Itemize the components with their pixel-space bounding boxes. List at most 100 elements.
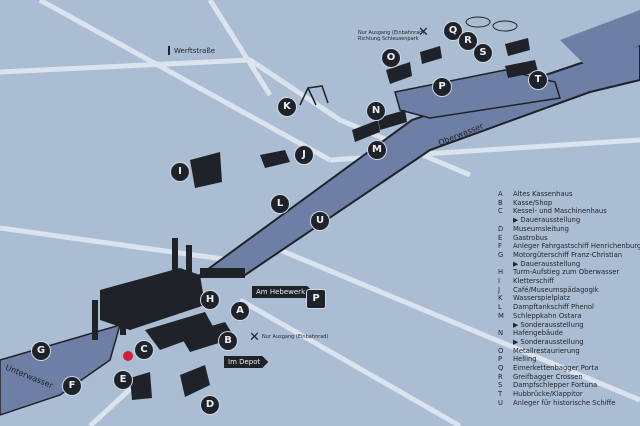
playground-swing bbox=[299, 85, 329, 106]
legend-text: Dampfschlepper Fortuna bbox=[513, 381, 598, 390]
legend-key: N bbox=[498, 329, 504, 338]
marker-i[interactable]: I bbox=[171, 163, 189, 181]
legend-key: T bbox=[498, 390, 503, 399]
marker-r[interactable]: R bbox=[459, 32, 477, 50]
legend-text: Kasse/Shop bbox=[513, 198, 553, 207]
marker-q[interactable]: Q bbox=[444, 22, 462, 40]
path-west bbox=[0, 225, 231, 263]
legend-item-m: M Schleppkahn Ostara bbox=[498, 312, 638, 321]
legend-key: F bbox=[498, 242, 502, 251]
legend-item-e: E Gastrobus bbox=[498, 234, 638, 243]
legend-text: ▶ Dauerausstellung bbox=[513, 216, 581, 225]
marker-m[interactable]: M bbox=[368, 141, 386, 159]
legend-text: Greifbagger Crossen bbox=[513, 372, 583, 381]
legend-text: Kessel- und Maschinenhaus bbox=[513, 207, 607, 216]
marker-d[interactable]: D bbox=[201, 396, 219, 414]
street-label-werftstrasse: Werftstraße bbox=[168, 46, 217, 55]
legend-key: M bbox=[498, 311, 504, 320]
legend-key: U bbox=[498, 398, 503, 407]
legend-key: L bbox=[498, 303, 502, 312]
marker-c[interactable]: C bbox=[135, 341, 153, 359]
legend-key: R bbox=[498, 372, 503, 381]
legend-item-s: S Dampfschlepper Fortuna bbox=[498, 381, 638, 390]
legend-text: Café/Museumspädagogik bbox=[513, 285, 599, 294]
legend-item-j: J Café/Museumspädagogik bbox=[498, 286, 638, 295]
marker-l[interactable]: L bbox=[271, 195, 289, 213]
exit-note-north: Nur Ausgang (Einbahnrad) Richtung Schleu… bbox=[358, 30, 424, 42]
legend-text: ▶ Sonderausstellung bbox=[513, 337, 584, 346]
canal-unterwasser bbox=[0, 323, 122, 416]
dredger-outlines bbox=[465, 16, 518, 32]
legend-text: Schleppkahn Ostara bbox=[513, 311, 582, 320]
marker-s[interactable]: S bbox=[474, 44, 492, 62]
legend-text: Anleger Fahrgastschiff Henrichenburg bbox=[513, 242, 640, 251]
sign-im-depot: Im Depot bbox=[224, 356, 268, 368]
legend-key: C bbox=[498, 207, 503, 216]
sign-am-hebewerk: Am Hebewerk bbox=[252, 286, 313, 298]
path-north bbox=[207, 0, 273, 97]
legend-text: Turm-Aufstieg zum Oberwasser bbox=[513, 268, 620, 277]
legend-text: ▶ Sonderausstellung bbox=[513, 320, 584, 329]
legend-key: A bbox=[498, 190, 503, 198]
legend-text: Gastrobus bbox=[513, 233, 548, 242]
exit-note-north-line1: Nur Ausgang (Einbahnrad) bbox=[358, 30, 425, 36]
marker-p[interactable]: P bbox=[433, 78, 451, 96]
exit-x-icon-north: ✕ bbox=[418, 25, 429, 40]
legend-item-sub-3: ▶ Dauerausstellung bbox=[498, 216, 638, 225]
marker-k[interactable]: K bbox=[278, 98, 296, 116]
exit-note-south: Nur Ausgang (Einbahnrad) bbox=[262, 334, 329, 340]
marker-a[interactable]: A bbox=[231, 302, 249, 320]
legend-text: Wasserspielplatz bbox=[513, 294, 570, 303]
legend-item-sub-17: ▶ Sonderausstellung bbox=[498, 338, 638, 347]
legend-key: S bbox=[498, 381, 503, 390]
legend-text: Anleger für historische Schiffe bbox=[513, 398, 616, 407]
canal-north-east bbox=[560, 10, 640, 70]
legend-key: D bbox=[498, 224, 504, 233]
legend-key: J bbox=[498, 285, 501, 294]
marker-e[interactable]: E bbox=[114, 371, 132, 389]
marker-j[interactable]: J bbox=[295, 146, 313, 164]
legend-key: G bbox=[498, 250, 504, 259]
legend-key: B bbox=[498, 198, 503, 207]
legend-item-a: A Altes Kassenhaus bbox=[498, 190, 638, 199]
marker-b[interactable]: B bbox=[219, 332, 237, 350]
marker-f[interactable]: F bbox=[63, 377, 81, 395]
legend-text: Museumsleitung bbox=[513, 224, 569, 233]
marker-t[interactable]: T bbox=[529, 71, 547, 89]
ship-lift-structure bbox=[92, 238, 245, 352]
legend-item-c: C Kessel- und Maschinenhaus bbox=[498, 207, 638, 216]
parking-icon: P bbox=[307, 290, 325, 308]
exit-note-north-line2: Richtung Schleusenpark bbox=[358, 36, 419, 42]
legend-item-b: B Kasse/Shop bbox=[498, 199, 638, 208]
legend-key: I bbox=[498, 277, 501, 286]
legend-text: Altes Kassenhaus bbox=[513, 190, 573, 198]
legend-key: P bbox=[498, 355, 503, 364]
marker-h[interactable]: H bbox=[201, 291, 219, 309]
marker-n[interactable]: N bbox=[367, 102, 385, 120]
legend-item-d: D Museumsleitung bbox=[498, 225, 638, 234]
path-south-east bbox=[279, 247, 640, 403]
legend-item-f: F Anleger Fahrgastschiff Henrichenburg bbox=[498, 242, 640, 251]
legend-key: Q bbox=[498, 364, 504, 373]
legend-text: Kletterschiff bbox=[513, 277, 554, 286]
harbour-basin bbox=[394, 69, 561, 119]
legend-item-u: U Anleger für historische Schiffe bbox=[498, 399, 638, 408]
legend-key: E bbox=[498, 233, 503, 242]
legend-item-sub-15: ▶ Sonderausstellung bbox=[498, 321, 638, 330]
path-diagonal-north bbox=[38, 0, 332, 163]
marker-u[interactable]: U bbox=[311, 212, 329, 230]
you-are-here-dot bbox=[123, 351, 133, 361]
marker-g[interactable]: G bbox=[32, 342, 50, 360]
marker-o[interactable]: O bbox=[382, 49, 400, 67]
legend-item-r: R Greifbagger Crossen bbox=[498, 373, 638, 382]
